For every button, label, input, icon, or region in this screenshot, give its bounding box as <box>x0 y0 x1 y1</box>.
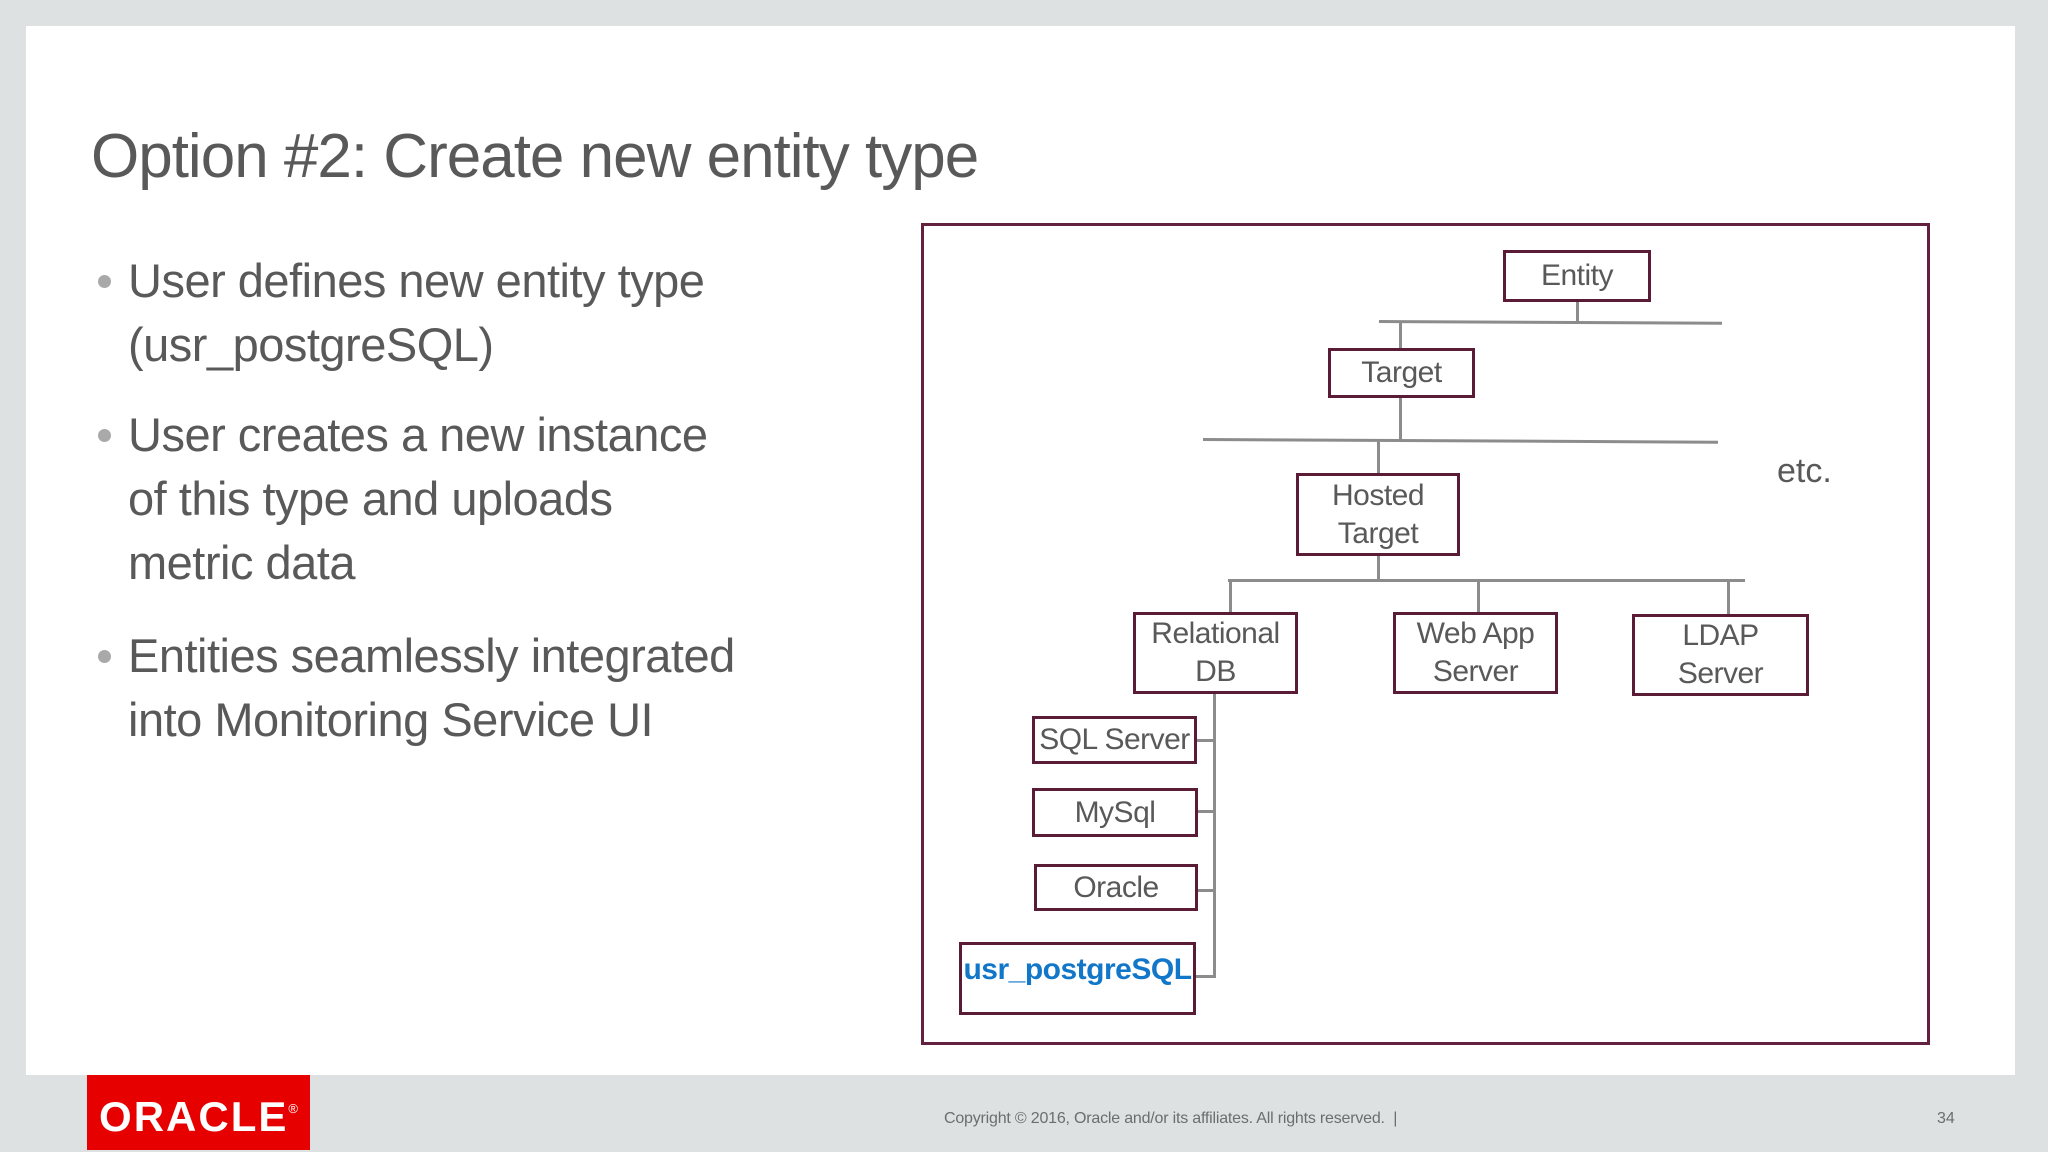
connector-target-drop <box>1399 321 1402 349</box>
node-label: usr_postgreSQL <box>963 953 1192 986</box>
connector-ldap-drop <box>1727 581 1730 614</box>
node-label: MySql <box>1074 795 1156 829</box>
node-entity: Entity <box>1503 250 1651 302</box>
bullet-line: into Monitoring Service UI <box>128 693 654 746</box>
connector-oracle-stub <box>1198 889 1216 892</box>
node-web-app-server: Web App Server <box>1393 612 1558 694</box>
registered-mark-icon: ® <box>288 1100 298 1116</box>
node-label: Oracle <box>1073 870 1159 904</box>
bullet-line: metric data <box>128 536 355 589</box>
node-hosted-target: Hosted Target <box>1296 473 1460 556</box>
node-oracle: Oracle <box>1034 864 1198 911</box>
node-label: Hosted <box>1331 478 1425 512</box>
node-sql-server: SQL Server <box>1032 716 1197 764</box>
node-label: DB <box>1195 655 1236 688</box>
bullet-line: User defines new entity type <box>128 254 705 307</box>
node-label: Server <box>1677 657 1764 690</box>
node-usr-postgresql: usr_postgreSQL <box>959 942 1196 1015</box>
connector-level3-bar <box>1228 579 1745 582</box>
node-target: Target <box>1328 348 1475 398</box>
bullet-dot-icon <box>98 429 111 442</box>
bullet-line: (usr_postgreSQL) <box>128 318 494 371</box>
connector-mysql-stub <box>1198 810 1216 813</box>
connector-sqlserver-stub <box>1197 739 1216 742</box>
connector-entity-down <box>1576 302 1579 323</box>
node-label: Entity <box>1540 259 1614 292</box>
bullet-item: User creates a new instance of this type… <box>98 403 708 595</box>
node-label: Target <box>1337 516 1419 550</box>
node-label: Target <box>1361 356 1442 389</box>
connector-db-trunk <box>1213 693 1216 978</box>
node-mysql: MySql <box>1032 788 1198 837</box>
bullet-dot-icon <box>98 650 111 663</box>
bullet-item: User defines new entity type (usr_postgr… <box>98 249 705 377</box>
bullet-item: Entities seamlessly integrated into Moni… <box>98 624 735 752</box>
bullet-line: User creates a new instance <box>128 408 708 461</box>
page-title: Option #2: Create new entity type <box>91 122 979 191</box>
footer-copyright: Copyright © 2016, Oracle and/or its affi… <box>944 1110 1398 1127</box>
bullet-dot-icon <box>98 275 111 288</box>
connector-usr-stub <box>1196 975 1216 978</box>
node-ldap-server: LDAP Server <box>1632 614 1809 696</box>
node-relational-db: Relational DB <box>1133 612 1298 694</box>
connector-hosted-down <box>1377 555 1380 581</box>
connector-relational-drop <box>1229 581 1232 612</box>
node-label: SQL Server <box>1039 723 1190 756</box>
oracle-wordmark: ORACLE® <box>99 1092 298 1140</box>
node-label: Web App <box>1416 617 1535 650</box>
bullet-line: of this type and uploads <box>128 472 613 525</box>
bullet-line: Entities seamlessly integrated <box>128 629 735 682</box>
oracle-logo: ORACLE® <box>87 1075 310 1150</box>
connector-target-down <box>1399 397 1402 441</box>
node-label: Server <box>1432 655 1519 688</box>
page-number: 34 <box>1937 1110 1955 1127</box>
node-label: LDAP <box>1682 619 1759 652</box>
etc-label: etc. <box>1777 452 1832 490</box>
node-label: Relational <box>1151 617 1280 650</box>
connector-hosted-drop <box>1377 440 1380 474</box>
connector-webapp-drop <box>1477 581 1480 612</box>
